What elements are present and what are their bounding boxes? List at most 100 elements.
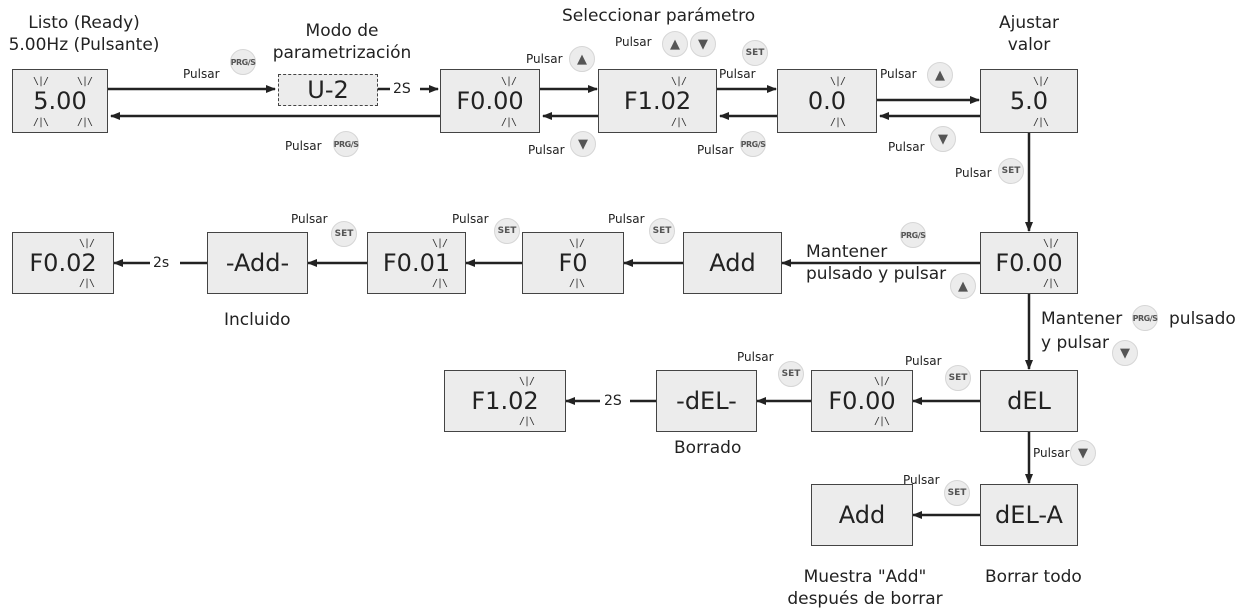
- set-button-icon: SET: [649, 218, 675, 244]
- pulsar-text: Pulsar: [888, 140, 925, 154]
- display-value-5: \|/ /|\ 5.0: [980, 69, 1078, 133]
- label-hold-press-2c: y pulsar: [1041, 333, 1110, 353]
- prg-button-icon: PRG/S: [230, 49, 256, 75]
- blink-mark-icon: /|\: [33, 117, 49, 128]
- delay-2s-label: 2s: [153, 255, 170, 271]
- display-del-deleted: -dEL-: [656, 370, 757, 432]
- down-button-icon: ▼: [1112, 340, 1138, 366]
- blink-mark-icon: /|\: [1033, 117, 1049, 128]
- pulsar-text: Pulsar: [608, 212, 645, 226]
- display-value: F1.02: [623, 87, 692, 115]
- blink-mark-icon: \|/: [874, 376, 890, 387]
- blink-mark-icon: \|/: [33, 76, 49, 87]
- display-f0: \|/ /|\ F0: [522, 232, 624, 294]
- pulsar-text: Pulsar: [880, 67, 917, 81]
- display-value: 5.00: [33, 87, 87, 115]
- blink-mark-icon: /|\: [79, 278, 95, 289]
- label-deleted: Borrado: [674, 438, 742, 458]
- pulsar-text: Pulsar: [183, 67, 220, 81]
- blink-mark-icon: \|/: [79, 238, 95, 249]
- label-delete-all: Borrar todo: [985, 567, 1082, 587]
- blink-mark-icon: /|\: [671, 117, 687, 128]
- up-button-icon: ▲: [950, 273, 976, 299]
- blink-mark-icon: \|/: [519, 376, 535, 387]
- prg-button-icon: PRG/S: [740, 131, 766, 157]
- down-button-icon: ▼: [690, 31, 716, 57]
- blink-mark-icon: \|/: [671, 76, 687, 87]
- blink-mark-icon: \|/: [569, 238, 585, 249]
- set-button-icon: SET: [742, 40, 768, 66]
- pulsar-text: Pulsar: [905, 354, 942, 368]
- label-included: Incluido: [224, 310, 291, 330]
- display-add: Add: [683, 232, 782, 294]
- display-value: dEL-A: [995, 501, 1063, 529]
- display-value: F0.02: [29, 249, 97, 277]
- blink-mark-icon: /|\: [432, 278, 448, 289]
- label-hold-press-2b: pulsado: [1169, 309, 1236, 329]
- pulsar-text: Pulsar: [903, 473, 940, 487]
- pulsar-text: Pulsar: [1033, 446, 1070, 460]
- pulsar-text: Pulsar: [615, 35, 652, 49]
- display-ready: \|/ \|/ /|\ /|\ 5.00: [12, 69, 108, 133]
- pulsar-text: Pulsar: [719, 67, 756, 81]
- blink-mark-icon: /|\: [77, 117, 93, 128]
- label-ready: Listo (Ready)5.00Hz (Pulsante): [8, 13, 160, 55]
- display-f102-del: \|/ /|\ F1.02: [444, 370, 566, 432]
- label-hold-press-2a: Mantener: [1041, 309, 1123, 329]
- blink-mark-icon: \|/: [432, 238, 448, 249]
- display-f000-del: \|/ /|\ F0.00: [811, 370, 913, 432]
- blink-mark-icon: \|/: [1033, 76, 1049, 87]
- label-shows-add: Muestra "Add"después de borrar: [787, 567, 943, 609]
- blink-mark-icon: \|/: [77, 76, 93, 87]
- pulsar-text: Pulsar: [955, 166, 992, 180]
- display-del: dEL: [980, 370, 1078, 432]
- display-f000: \|/ /|\ F0.00: [440, 69, 540, 133]
- set-button-icon: SET: [998, 158, 1024, 184]
- blink-mark-icon: \|/: [501, 76, 517, 87]
- display-value: U-2: [307, 76, 349, 104]
- display-value: dEL: [1007, 387, 1051, 415]
- down-button-icon: ▼: [1070, 440, 1096, 466]
- blink-mark-icon: /|\: [519, 416, 535, 427]
- set-button-icon: SET: [778, 361, 804, 387]
- display-f002: \|/ /|\ F0.02: [12, 232, 114, 294]
- display-value: -dEL-: [676, 387, 737, 415]
- prg-button-icon: PRG/S: [1132, 305, 1158, 331]
- pulsar-text: Pulsar: [697, 143, 734, 157]
- display-value: F0: [558, 249, 588, 277]
- pulsar-text: Pulsar: [285, 139, 322, 153]
- up-button-icon: ▲: [662, 31, 688, 57]
- display-add-included: -Add-: [207, 232, 308, 294]
- down-button-icon: ▼: [570, 131, 596, 157]
- display-f102: \|/ /|\ F1.02: [598, 69, 717, 133]
- display-del-all: dEL-A: [980, 484, 1078, 546]
- display-value-0: \|/ /|\ 0.0: [777, 69, 877, 133]
- display-value: F0.00: [456, 87, 524, 115]
- up-button-icon: ▲: [569, 46, 595, 72]
- delay-2s-label: 2S: [604, 393, 622, 409]
- blink-mark-icon: \|/: [1043, 238, 1059, 249]
- display-value: -Add-: [225, 249, 290, 277]
- display-value: Add: [838, 501, 886, 529]
- down-button-icon: ▼: [930, 126, 956, 152]
- display-f000-add: \|/ /|\ F0.00: [980, 232, 1078, 294]
- pulsar-text: Pulsar: [526, 52, 563, 66]
- pulsar-text: Pulsar: [452, 212, 489, 226]
- display-value: F0.00: [828, 387, 896, 415]
- set-button-icon: SET: [945, 365, 971, 391]
- pulsar-text: Pulsar: [737, 350, 774, 364]
- prg-button-icon: PRG/S: [900, 222, 926, 248]
- blink-mark-icon: /|\: [830, 117, 846, 128]
- pulsar-text: Pulsar: [528, 143, 565, 157]
- delay-2s-label: 2S: [393, 81, 411, 97]
- blink-mark-icon: /|\: [874, 416, 890, 427]
- set-button-icon: SET: [944, 480, 970, 506]
- set-button-icon: SET: [331, 221, 357, 247]
- pulsar-text: Pulsar: [291, 212, 328, 226]
- blink-mark-icon: /|\: [1043, 278, 1059, 289]
- display-f001: \|/ /|\ F0.01: [367, 232, 466, 294]
